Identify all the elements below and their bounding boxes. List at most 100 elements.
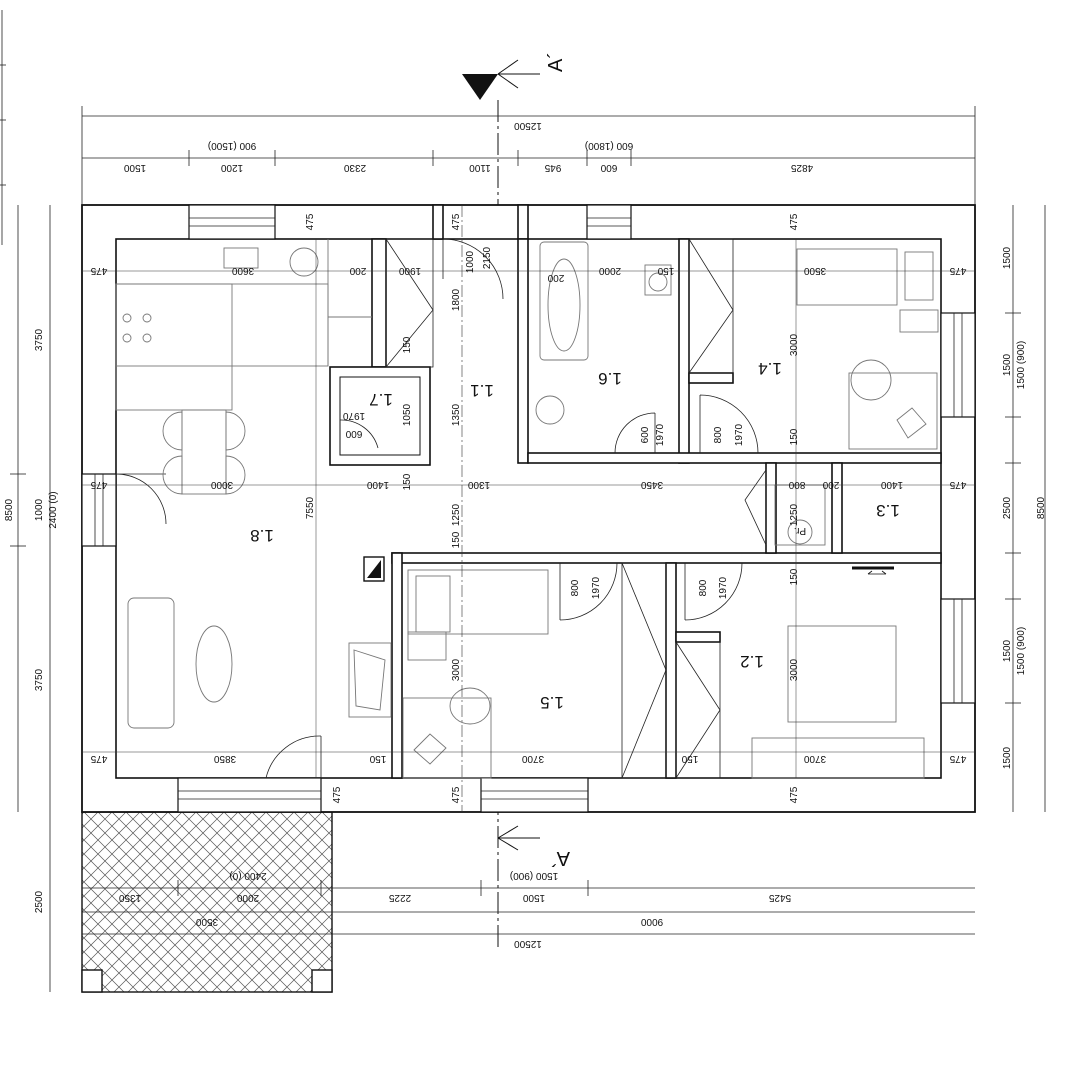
dim-i-475-top2: 475 xyxy=(451,213,462,230)
dim-top-s4: 1100 xyxy=(469,162,491,173)
dim-i-1970-d: 1970 xyxy=(591,576,602,599)
dim-i-800-a: 800 xyxy=(713,426,724,443)
section-marker-top: A´ xyxy=(462,52,567,100)
windows xyxy=(81,204,976,813)
dim-i-475-e: 475 xyxy=(90,753,107,764)
dim-left-b: 1000 xyxy=(34,498,45,521)
dim-right-d2: 1500 (900) xyxy=(1016,627,1027,675)
dim-i-3850: 3850 xyxy=(213,753,236,764)
dim-left-total: 8500 xyxy=(4,498,15,521)
dim-i-150-b: 150 xyxy=(402,336,413,353)
dim-i-3600: 3600 xyxy=(231,265,254,276)
dim-i-200: 200 xyxy=(349,265,366,276)
dim-bot-s2: 2000 xyxy=(236,892,259,903)
room-label-1-3: 1.3 xyxy=(876,501,900,520)
dim-left-c: 3750 xyxy=(34,668,45,691)
dim-i-475-f: 475 xyxy=(949,753,966,764)
dim-i-7550: 7550 xyxy=(305,496,316,519)
dim-bot-total: 12500 xyxy=(514,938,542,949)
dim-top-w1: 900 (1500) xyxy=(208,140,256,151)
wardrobes xyxy=(385,238,767,779)
dim-bot-win: 1500 (900) xyxy=(510,870,558,881)
terrace-paving xyxy=(81,811,333,993)
dim-i-3000-d: 3000 xyxy=(789,658,800,681)
dim-i-1300: 1300 xyxy=(467,479,490,490)
terrace-post-left xyxy=(81,969,103,993)
dim-i-3500: 3500 xyxy=(803,265,826,276)
dim-i-200-b: 200 xyxy=(547,272,564,283)
room-label-1-5: 1.5 xyxy=(540,693,564,712)
dim-i-1000: 1000 xyxy=(465,250,476,273)
dim-top-s6: 600 xyxy=(600,162,617,173)
dim-bot-t2: 9000 xyxy=(640,916,663,927)
dim-i-475-a: 475 xyxy=(90,265,107,276)
dim-i-1400-a: 1400 xyxy=(366,479,389,490)
dim-right-d: 1500 xyxy=(1002,639,1013,662)
dim-i-200-c: 200 xyxy=(822,479,839,490)
dim-top-w2: 600 (1800) xyxy=(585,140,633,151)
room-label-1-1: 1.1 xyxy=(470,381,494,400)
dim-top-s7: 4825 xyxy=(790,162,813,173)
dim-bot-door: 2400 (0) xyxy=(229,870,266,881)
room-label-1-4: 1.4 xyxy=(758,359,782,378)
dim-i-1250-a: 1250 xyxy=(451,503,462,526)
dim-i-1050: 1050 xyxy=(402,403,413,426)
dim-i-1400-b: 1400 xyxy=(880,479,903,490)
fixture-label: Pr. xyxy=(794,525,806,536)
dim-i-3700-a: 3700 xyxy=(521,753,544,764)
dim-i-150-e: 150 xyxy=(451,531,462,548)
dim-i-150-c: 150 xyxy=(789,428,800,445)
dim-i-1970-c: 1970 xyxy=(734,423,745,446)
dim-right-a: 1500 xyxy=(1002,246,1013,269)
dim-left-b2: 2400 (0) xyxy=(48,491,59,528)
dim-right-total: 8500 xyxy=(1036,496,1047,519)
dim-i-2150: 2150 xyxy=(482,246,493,269)
dim-top-total: 12500 xyxy=(514,120,542,131)
dim-i-600-a: 600 xyxy=(345,428,362,439)
section-marker-bottom: A´ xyxy=(497,825,570,869)
dim-i-150-g: 150 xyxy=(369,753,386,764)
dim-left-terrace: 2500 xyxy=(34,890,45,913)
dim-i-150-a: 150 xyxy=(657,265,674,276)
room-label-1-6: 1.6 xyxy=(598,369,622,388)
dim-i-475-d: 475 xyxy=(949,479,966,490)
dim-top-s5: 945 xyxy=(544,162,561,173)
dimension-lines xyxy=(10,106,1046,992)
room-label-1-2: 1.2 xyxy=(740,652,764,671)
dim-bot-s1: 1350 xyxy=(118,892,141,903)
dim-i-600-b: 600 xyxy=(640,426,651,443)
dimension-texts: 12500 900 (1500) 600 (1800) 1500 1200 23… xyxy=(4,120,1047,949)
dim-top-s3: 2330 xyxy=(343,162,366,173)
dim-i-1970-b: 1970 xyxy=(655,423,666,446)
dim-top-s1: 1500 xyxy=(123,162,146,173)
terrace-post-right xyxy=(311,969,333,993)
dim-i-475-h: 475 xyxy=(451,786,462,803)
dim-i-1350: 1350 xyxy=(451,403,462,426)
dim-i-1900: 1900 xyxy=(398,265,421,276)
dim-i-475-top3: 475 xyxy=(789,213,800,230)
dim-bot-s3: 2225 xyxy=(388,892,411,903)
dim-i-2000: 2000 xyxy=(598,265,621,276)
section-label-bottom: A´ xyxy=(550,847,570,869)
dim-right-b2: 1500 (900) xyxy=(1016,341,1027,389)
dim-right-c: 2500 xyxy=(1002,496,1013,519)
dim-i-3700-b: 3700 xyxy=(803,753,826,764)
room-labels: 1.1 1.2 1.3 1.4 1.5 1.6 1.7 1.8 xyxy=(250,359,900,712)
dim-i-800-b: 800 xyxy=(788,479,805,490)
room-label-1-7: 1.7 xyxy=(369,390,393,409)
dim-i-800-c: 800 xyxy=(570,579,581,596)
dim-bot-s4: 1500 xyxy=(522,892,545,903)
dim-bot-t1: 3500 xyxy=(195,916,218,927)
dim-left-a: 3750 xyxy=(34,328,45,351)
dim-i-3000-b: 3000 xyxy=(210,479,233,490)
dim-bot-s5: 5425 xyxy=(768,892,791,903)
dim-i-3000-a: 3000 xyxy=(789,333,800,356)
dim-i-1800: 1800 xyxy=(451,288,462,311)
dim-i-150-h: 150 xyxy=(681,753,698,764)
dim-right-e: 1500 xyxy=(1002,746,1013,769)
doors xyxy=(115,238,759,779)
dim-i-475-top1: 475 xyxy=(305,213,316,230)
section-label-top: A´ xyxy=(545,52,567,72)
dim-i-475-i: 475 xyxy=(789,786,800,803)
